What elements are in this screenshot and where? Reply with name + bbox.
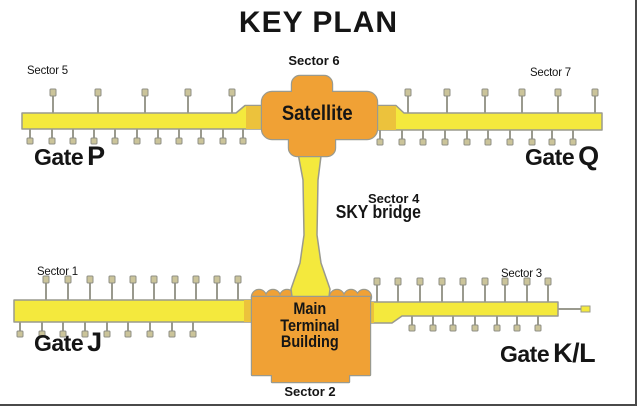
jet-bridge-stub: [111, 129, 119, 145]
sector-4-label: Sector 4: [368, 191, 420, 206]
jet-bridge-stub: [544, 277, 552, 302]
jet-bridge-stub: [150, 275, 158, 300]
jet-bridge-stub: [239, 129, 247, 145]
jet-bridge-stub: [459, 277, 467, 302]
jet-bridge-stub: [481, 277, 489, 302]
jet-bridge-stub: [86, 275, 94, 300]
jet-bridge-stub: [429, 316, 437, 332]
jet-bridge-stub: [481, 88, 489, 113]
jet-bridge-stub: [534, 316, 542, 332]
jet-bridge-stub: [42, 275, 50, 300]
junction-shade: [378, 106, 396, 130]
jet-bridge-stub: [513, 316, 521, 332]
sector-2-label: Sector 2: [284, 384, 336, 399]
jet-bridge-stub: [548, 130, 556, 146]
main-terminal-label: Main Terminal Building: [280, 299, 340, 351]
jet-bridge-stub: [463, 130, 471, 146]
junction-shade: [246, 106, 262, 129]
jet-bridge-stub: [441, 130, 449, 146]
sector-6-label: Sector 6: [288, 53, 340, 68]
jet-bridge-stub: [373, 277, 381, 302]
jet-bridge-stub: [234, 275, 242, 300]
jet-bridge-stub: [518, 88, 526, 113]
south-concourse-end-spur: [558, 305, 591, 313]
jet-bridge-stub: [394, 277, 402, 302]
sector-5-label: Sector 5: [27, 63, 68, 77]
jet-bridge-stub: [90, 129, 98, 145]
jet-bridge-stub: [184, 88, 192, 113]
jet-bridge-stub: [108, 275, 116, 300]
jet-bridge-stub: [404, 88, 412, 113]
jet-bridge-stub: [146, 322, 154, 338]
sector-7-label: Sector 7: [530, 65, 571, 79]
jet-bridge-stub: [501, 277, 509, 302]
jet-bridge-stub: [438, 277, 446, 302]
jet-bridge-stub: [154, 129, 162, 145]
jet-bridge-stub: [141, 88, 149, 113]
jet-bridge-stub: [219, 129, 227, 145]
jet-bridge-stub: [554, 88, 562, 113]
sky-bridge-column: [290, 147, 331, 298]
jet-bridge-stub: [48, 129, 56, 145]
jet-bridge-stub: [471, 316, 479, 332]
jet-bridge-stub: [228, 88, 236, 113]
sector-3-label: Sector 3: [501, 266, 542, 280]
jet-bridge-stub: [38, 322, 46, 338]
jet-bridge-stub: [16, 322, 24, 338]
jet-bridge-stub: [419, 130, 427, 146]
jet-bridge-stub: [133, 129, 141, 145]
jet-bridge-stub: [523, 277, 531, 302]
jet-bridge-stub: [69, 129, 77, 145]
sector-1-label: Sector 1: [37, 264, 78, 278]
jet-bridge-stub: [591, 88, 599, 113]
north-concourse-left-bar: [21, 104, 263, 130]
jet-bridge-stub: [569, 130, 577, 146]
south-concourse-left-bar: [13, 299, 263, 323]
jet-bridge-stub: [197, 129, 205, 145]
jet-bridge-stub: [506, 130, 514, 146]
jet-bridge-stub: [398, 130, 406, 146]
jet-bridge-stub: [171, 275, 179, 300]
jet-bridge-stub: [443, 88, 451, 113]
page-title: KEY PLAN: [238, 6, 399, 39]
satellite-label: Satellite: [281, 102, 353, 125]
jet-bridge-stub: [94, 88, 102, 113]
jet-bridge-stub: [376, 130, 384, 146]
jet-bridge-stub: [64, 275, 72, 300]
main-terminal-building: [250, 295, 372, 384]
jet-bridge-stub: [129, 275, 137, 300]
jet-bridge-stub: [528, 130, 536, 146]
jet-bridge-stub: [484, 130, 492, 146]
jet-bridge-stub: [493, 316, 501, 332]
jet-bridge-stub: [189, 322, 197, 338]
sky-bridge-label: SKY bridge: [335, 202, 421, 222]
south-concourse-right-bar: [359, 301, 559, 324]
jet-bridge-stub: [81, 322, 89, 338]
jet-bridge-stub: [59, 322, 67, 338]
jet-bridge-stub: [124, 322, 132, 338]
jet-bridge-stub: [103, 322, 111, 338]
jet-bridge-stub: [416, 277, 424, 302]
jet-bridge-stubs: [16, 88, 599, 338]
jet-bridge-stub: [449, 316, 457, 332]
jet-bridge-stub: [192, 275, 200, 300]
jet-bridge-stub: [49, 88, 57, 113]
north-concourse-right-bar: [377, 104, 603, 131]
satellite-building: [260, 74, 379, 158]
jet-bridge-stub: [213, 275, 221, 300]
jet-bridge-stub: [175, 129, 183, 145]
jet-bridge-stub: [408, 316, 416, 332]
jet-bridge-stub: [26, 129, 34, 145]
jet-bridge-stub: [168, 322, 176, 338]
